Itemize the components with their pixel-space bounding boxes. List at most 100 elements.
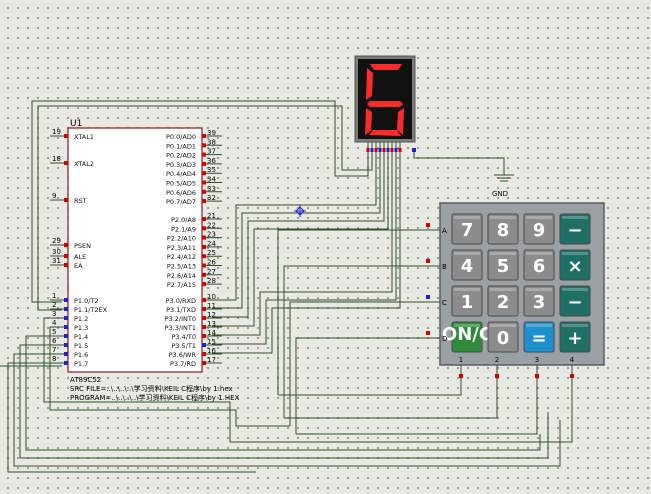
wire[interactable]: [37, 105, 373, 311]
wire[interactable]: [13, 353, 561, 467]
keypad-key[interactable]: 6: [523, 249, 555, 281]
keypad-key[interactable]: −: [559, 285, 591, 317]
wire[interactable]: [31, 100, 369, 303]
wire[interactable]: [230, 376, 573, 443]
wire[interactable]: [212, 150, 389, 327]
wire[interactable]: [295, 337, 428, 434]
key-label: 5: [497, 256, 510, 277]
keypad-key[interactable]: =: [523, 321, 555, 353]
mcu-pin-left[interactable]: 5P1.4: [50, 328, 88, 341]
keypad-key[interactable]: 7: [451, 213, 483, 245]
pin-name: P2.7/A15: [167, 281, 196, 289]
keypad-key[interactable]: ×: [559, 249, 591, 281]
mcu-pin-left[interactable]: 2P1.1/T2EX: [50, 301, 108, 314]
mcu-pin-left[interactable]: 1P1.0/T2: [50, 292, 99, 305]
wire[interactable]: [283, 265, 428, 418]
keypad-key[interactable]: 5: [487, 249, 519, 281]
wire[interactable]: [19, 344, 549, 459]
keypad-row-pin[interactable]: B: [426, 259, 447, 271]
wire[interactable]: [212, 150, 385, 318]
keypad-col-pin[interactable]: 1: [459, 356, 463, 378]
keypad-key[interactable]: ON/C: [442, 321, 492, 353]
wire[interactable]: [212, 150, 393, 336]
mcu-pin-left[interactable]: 7P1.6: [50, 346, 88, 359]
wire[interactable]: [278, 376, 462, 396]
keypad-key[interactable]: +: [559, 321, 591, 353]
keypad-key[interactable]: 3: [523, 285, 555, 317]
keypad-row-pins: A B C D: [426, 223, 447, 343]
mcu-chip[interactable]: U1 19XTAL118XTAL29RST29PSEN30ALE31EA1P1.…: [50, 119, 240, 402]
keypad-row-pin[interactable]: C: [426, 295, 447, 307]
wire[interactable]: [289, 301, 428, 426]
wire[interactable]: [212, 150, 377, 301]
key-face: [523, 285, 555, 317]
ground-symbol[interactable]: GND: [492, 174, 514, 198]
wire[interactable]: [7, 362, 256, 473]
keypad-key[interactable]: 0: [487, 321, 519, 353]
wire[interactable]: [277, 229, 428, 395]
keypad-key[interactable]: −: [559, 213, 591, 245]
keypad-col-pin[interactable]: 2: [495, 356, 499, 378]
wire[interactable]: [212, 150, 401, 354]
mcu-pin-left[interactable]: 6P1.5: [50, 337, 88, 350]
keypad-row-pin[interactable]: D: [426, 331, 447, 343]
keypad-key[interactable]: 2: [487, 285, 519, 317]
wire[interactable]: [284, 376, 498, 419]
wire[interactable]: [212, 150, 397, 345]
keypad-key[interactable]: 8: [487, 213, 519, 245]
wire[interactable]: [25, 335, 541, 451]
keypad-col-pin[interactable]: 4: [570, 356, 575, 378]
wire[interactable]: [212, 150, 381, 309]
seven-segment-display[interactable]: [354, 55, 416, 152]
keypad-key[interactable]: 9: [523, 213, 555, 245]
keypad-key[interactable]: 4: [451, 249, 483, 281]
mcu-pin-left[interactable]: 3P1.2: [50, 310, 88, 323]
wire[interactable]: [413, 150, 505, 175]
pin-name: XTAL2: [74, 160, 94, 168]
keypad-row-pin[interactable]: A: [426, 223, 447, 235]
pin-number: 26: [207, 259, 216, 267]
keypad-key[interactable]: 1: [451, 285, 483, 317]
pin-number: 31: [52, 257, 61, 265]
key-label: 3: [533, 292, 546, 313]
pin-state-marker: [202, 143, 206, 148]
display-pins: [366, 142, 416, 152]
wire[interactable]: [296, 376, 538, 435]
keypad-col-pin[interactable]: 3: [535, 356, 539, 378]
mcu-pin-left[interactable]: 4P1.3: [50, 319, 88, 332]
mcu-pin-left[interactable]: 8P1.7: [50, 355, 88, 368]
